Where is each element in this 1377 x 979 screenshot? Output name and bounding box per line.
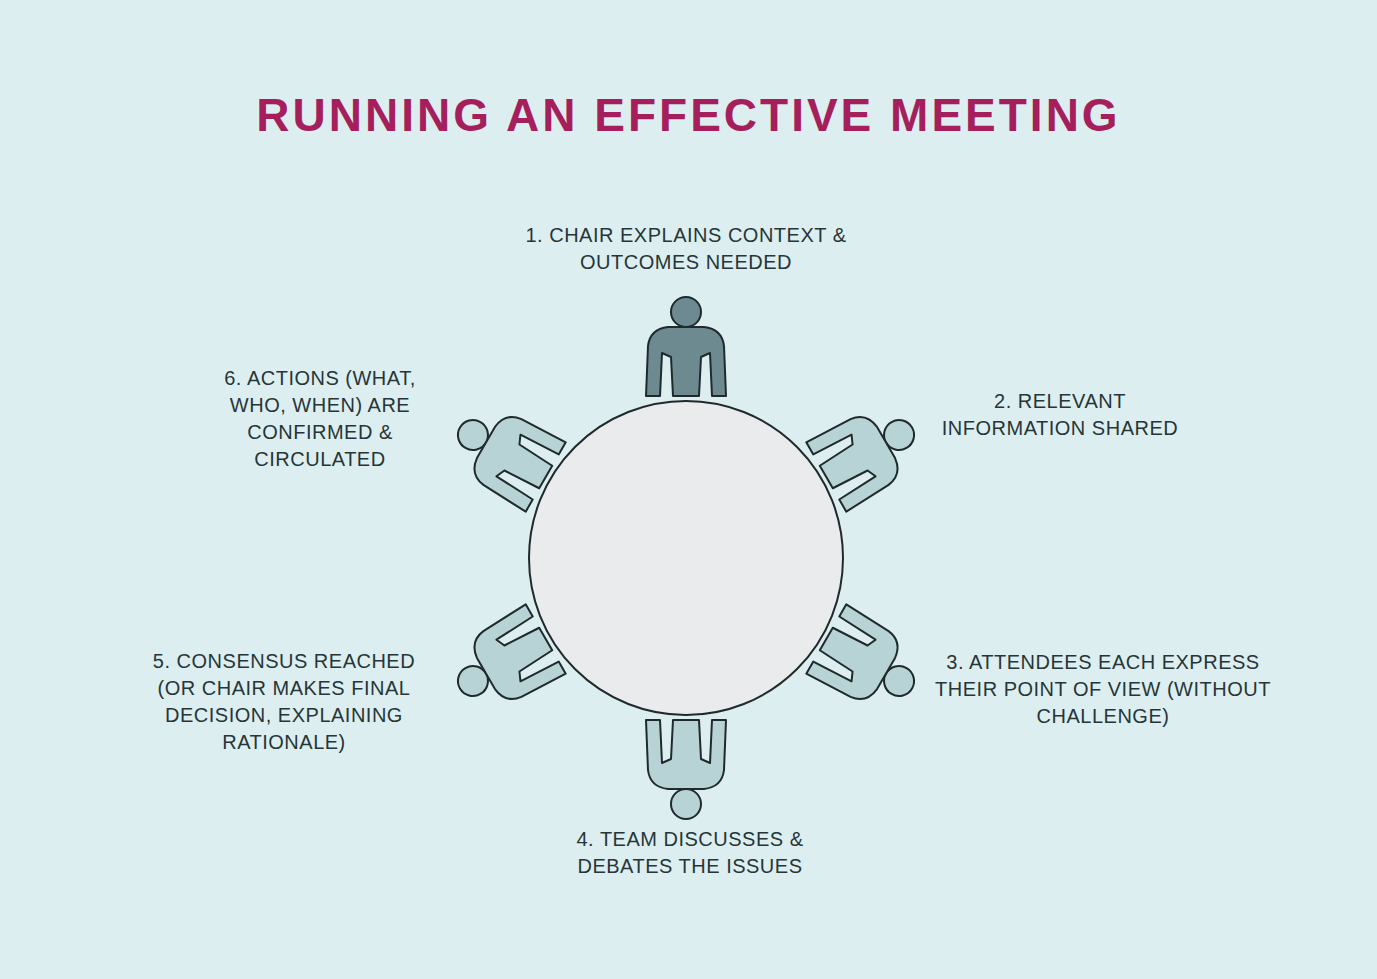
title: RUNNING AN EFFECTIVE MEETING [0,88,1377,142]
attendee-figure [646,720,726,819]
step-label: 4. TEAM DISCUSSES & DEBATES THE ISSUES [550,826,830,880]
chair-figure [646,297,726,396]
step-label: 3. ATTENDEES EACH EXPRESS THEIR POINT OF… [933,649,1273,730]
step-label: 6. ACTIONS (WHAT, WHO, WHEN) ARE CONFIRM… [200,365,440,473]
step-label: 5. CONSENSUS REACHED (OR CHAIR MAKES FIN… [138,648,430,756]
step-label: 1. CHAIR EXPLAINS CONTEXT & OUTCOMES NEE… [506,222,866,276]
figures [440,297,932,819]
step-label: 2. RELEVANT INFORMATION SHARED [929,388,1191,442]
round-table [529,401,843,715]
